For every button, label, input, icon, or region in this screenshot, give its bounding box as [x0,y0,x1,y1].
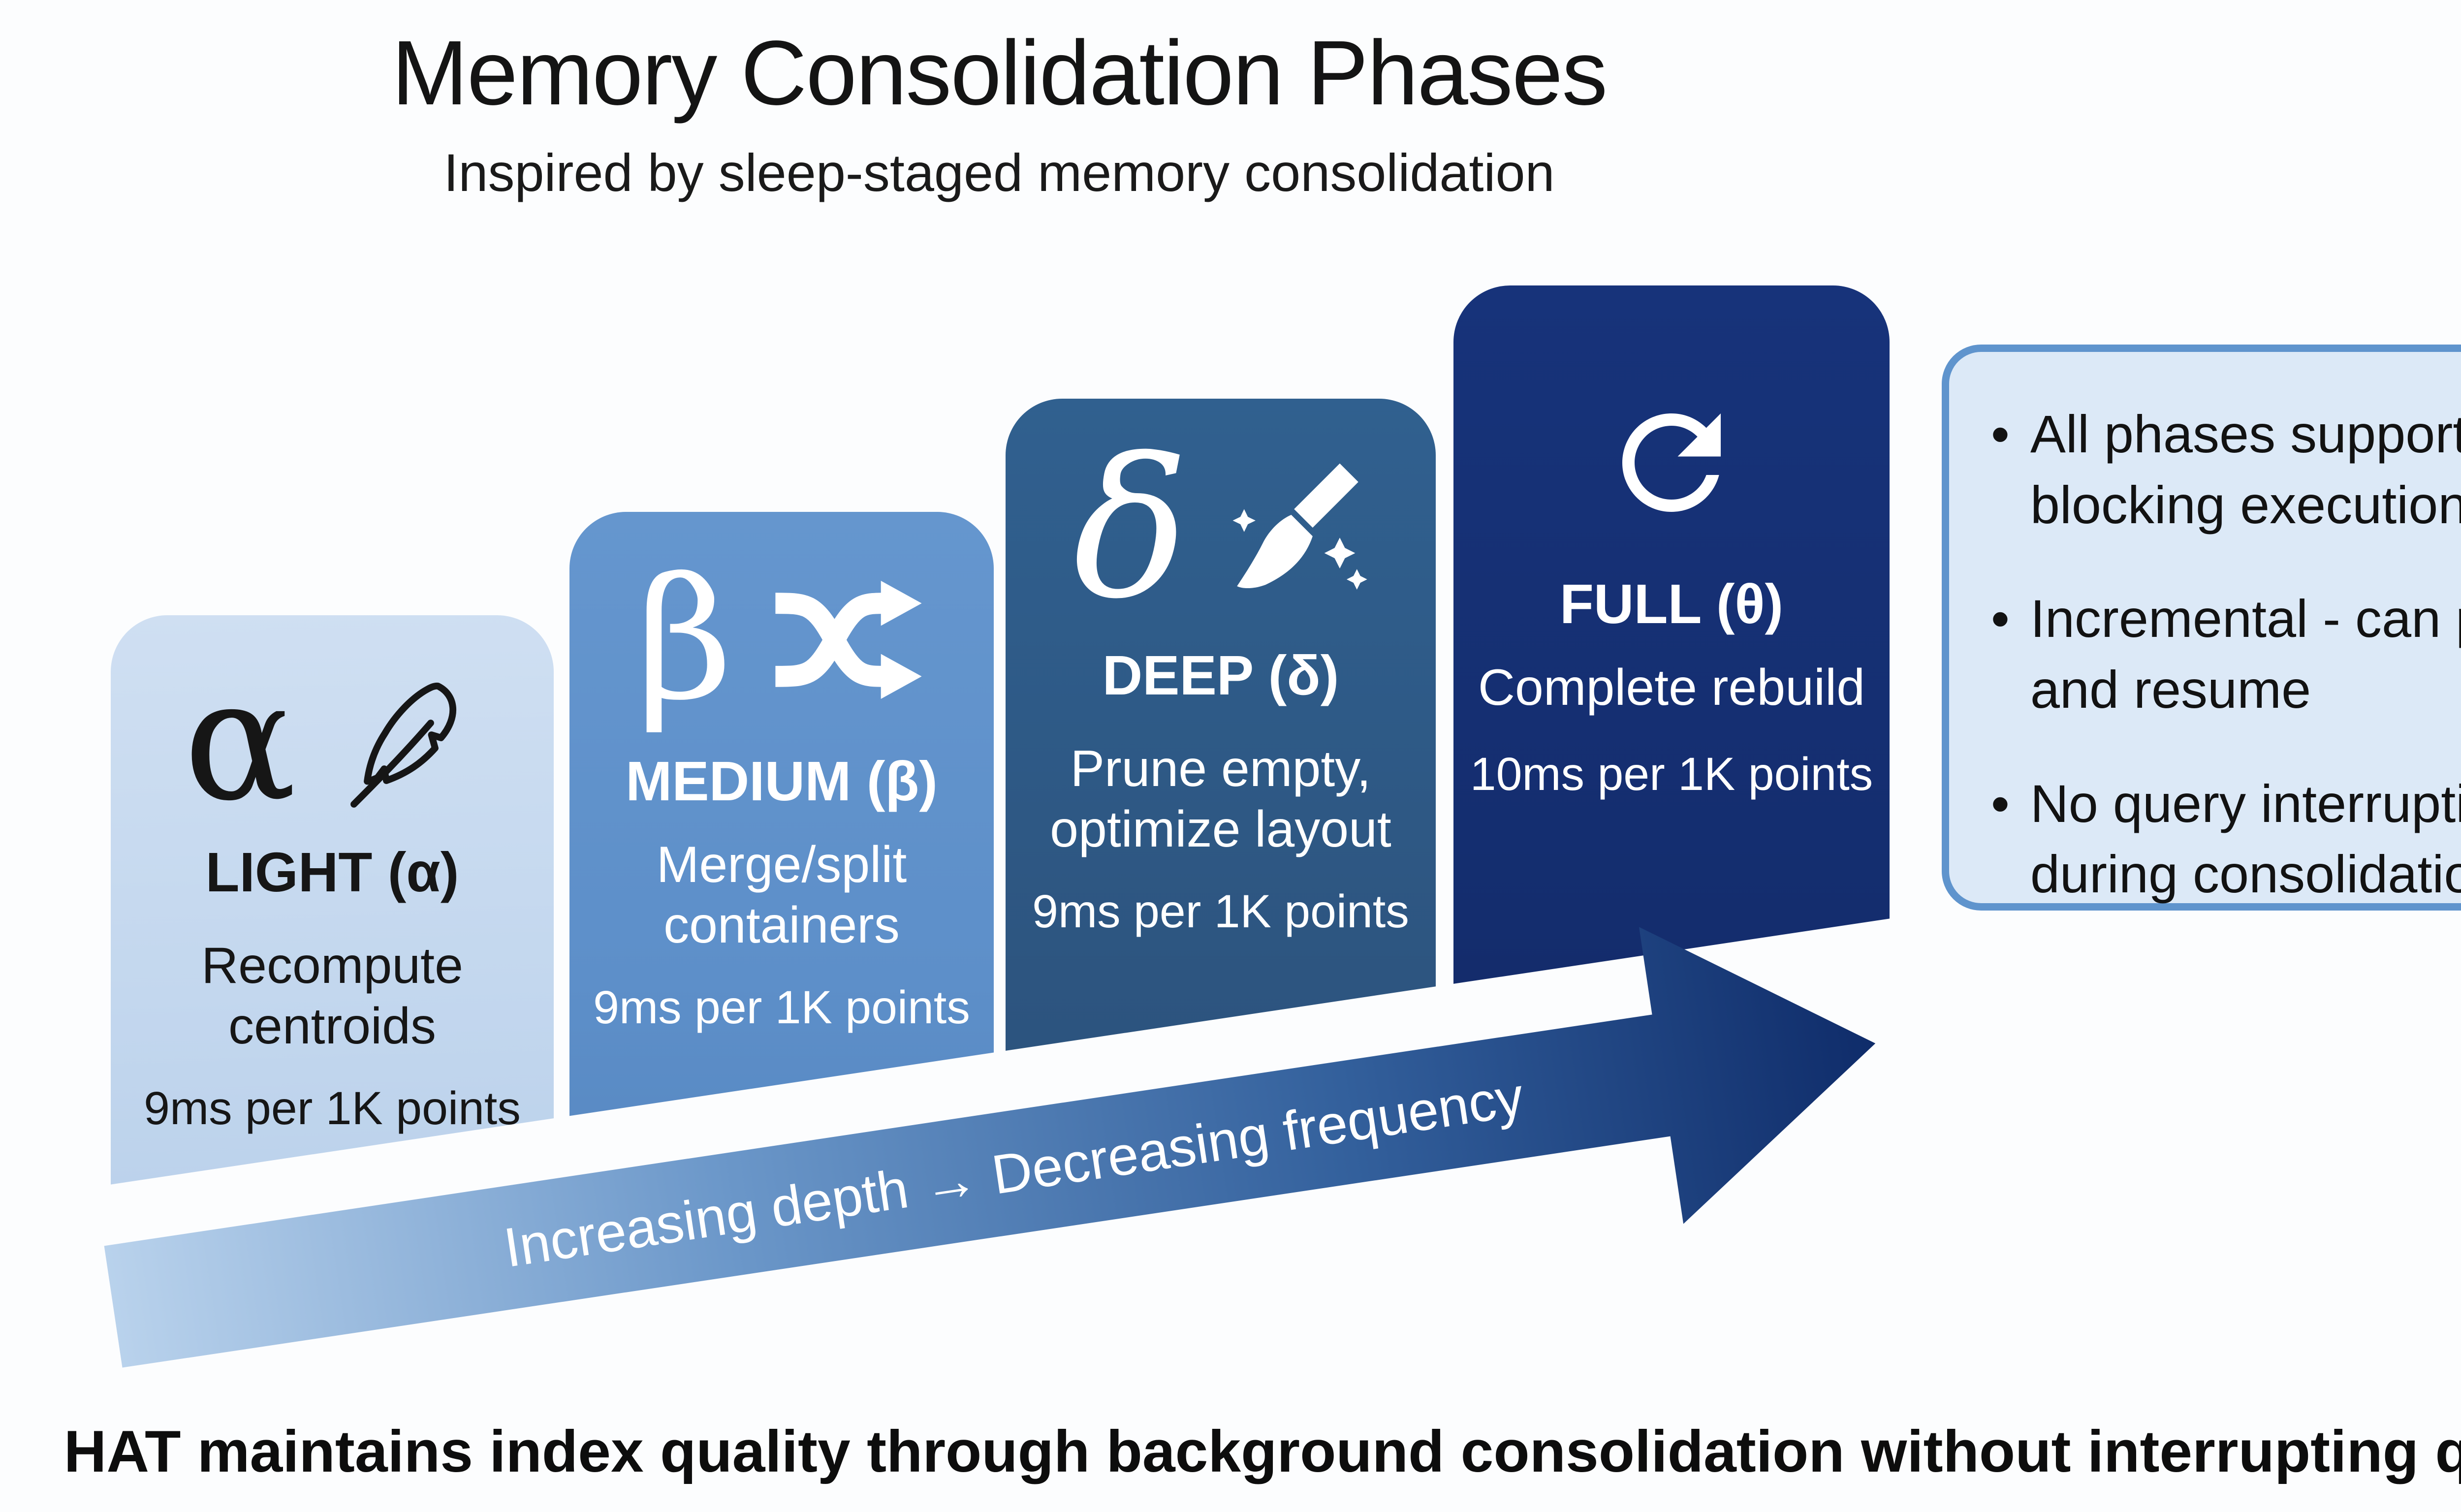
phase-light-perf: 9ms per 1K points [144,1082,521,1135]
refresh-icon [1622,413,1721,512]
page-subtitle: Inspired by sleep-staged memory consolid… [443,143,1555,202]
note-item: • Incremental - can pause and resume [1991,583,2461,724]
bullet-dot: • [1991,773,2010,833]
beta-symbol: β [636,542,733,737]
phase-full-desc: Complete rebuild [1478,659,1865,716]
phase-full-perf: 10ms per 1K points [1470,748,1873,801]
phase-light-name: LIGHT (α) [205,841,459,903]
phase-medium-desc: Merge/split containers [656,836,907,954]
page-title: Memory Consolidation Phases [391,22,1608,124]
phase-deep-perf: 9ms per 1K points [1032,885,1409,938]
phase-light-desc: Recompute centroids [201,937,463,1055]
phase-deep-desc: Prune empty, optimize layout [1050,740,1391,858]
phase-medium-name: MEDIUM (β) [626,750,938,812]
bottom-caption: HAT maintains index quality through back… [63,1418,2461,1484]
arrow-shape [104,927,1876,1368]
phase-light-icon-row: α [111,657,554,824]
note-item: • All phases support non-blocking execut… [1991,399,2461,540]
note-text: No query interruption during consolidati… [2030,773,2461,904]
phase-full-icon-row [1453,379,1890,546]
phase-deep-icon-row: δ [1006,417,1436,641]
note-item: • No query interruption during consolida… [1991,768,2461,910]
depth-frequency-arrow: Increasing depth → Decreasing frequency [89,883,1899,1468]
bullet-dot: • [1991,589,2010,649]
bullet-dot: • [1991,404,2010,464]
delta-symbol: δ [1073,417,1189,641]
notes-panel: • All phases support non-blocking execut… [1942,345,2461,911]
broom-icon [1232,463,1367,590]
shuffle-icon [775,581,922,699]
phase-medium-perf: 9ms per 1K points [593,981,970,1034]
note-text: Incremental - can pause and resume [2030,589,2461,719]
note-text: All phases support non-blocking executio… [2030,404,2461,535]
feather-icon [350,682,457,808]
phase-deep-name: DEEP (δ) [1102,644,1339,706]
phase-full-name: FULL (θ) [1559,573,1784,635]
alpha-symbol: α [183,643,297,838]
phase-medium-icon-row: β [569,556,994,724]
